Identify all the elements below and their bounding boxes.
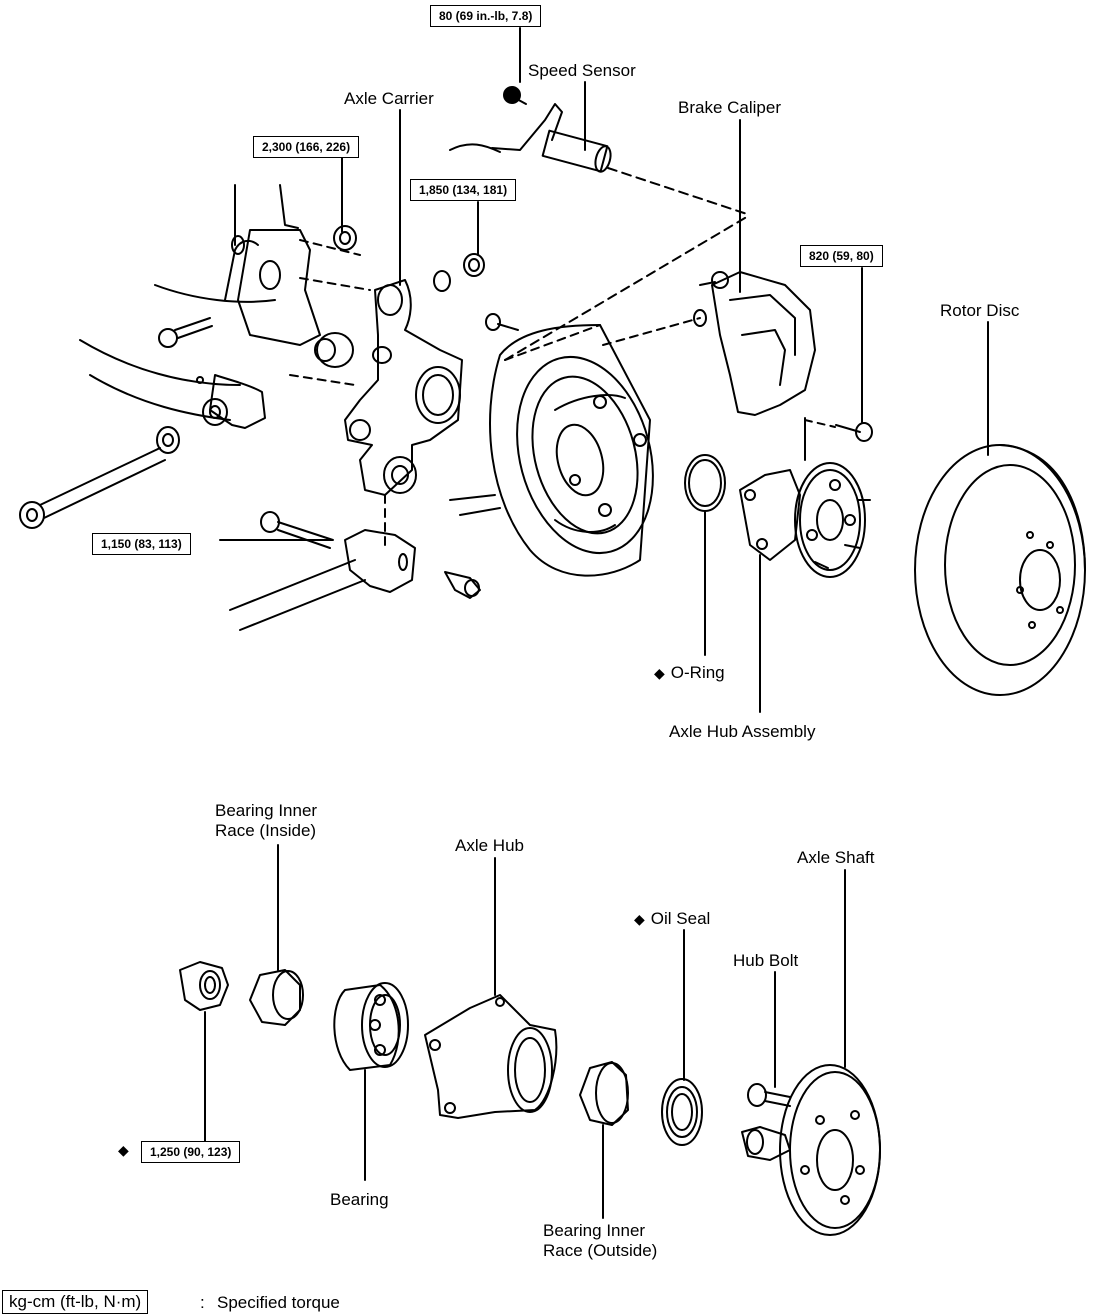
label-bearing-inner-race-inside: Bearing Inner Race (Inside) [215, 801, 318, 840]
small-nut-bottom [444, 571, 481, 599]
long-lower-bolt [19, 426, 180, 529]
legend-unit-box: kg-cm (ft-lb, N·m) [2, 1290, 149, 1314]
label-o-ring: ◆O-Ring [654, 663, 725, 682]
torque-axle-carrier-nut: 2,300 (166, 226) [253, 136, 360, 158]
hub-bolt [747, 971, 791, 1107]
backing-plate [449, 214, 751, 577]
bearing-inner-race-inside [249, 844, 304, 1026]
label-axle-shaft: Axle Shaft [797, 848, 875, 867]
hub-nut [179, 961, 229, 1149]
torque-lower-arm-bolt: 1,150 (83, 113) [92, 533, 191, 555]
carrier-nut [333, 225, 357, 251]
small-bolt-left [158, 317, 213, 348]
non-reusable-icon: ◆ [634, 911, 645, 927]
legend-description: Specified torque [217, 1293, 340, 1312]
torque-knuckle-nut: 1,850 (134, 181) [410, 179, 517, 201]
label-bearing-inner-race-outside: Bearing Inner Race (Outside) [543, 1221, 658, 1260]
non-reusable-icon: ◆ [654, 665, 665, 681]
label-axle-carrier: Axle Carrier [344, 89, 434, 108]
knuckle-nut [433, 253, 485, 292]
label-hub-nut-torque: ◆ [118, 1140, 135, 1160]
suspension-arms [79, 184, 371, 429]
axle-shaft [741, 869, 881, 1236]
non-reusable-icon: ◆ [118, 1142, 129, 1158]
torque-caliper-bolt: 820 (59, 80) [800, 245, 883, 267]
stabilizer-bracket [219, 511, 416, 631]
o-ring [684, 454, 726, 656]
oil-seal [661, 929, 703, 1146]
label-axle-hub: Axle Hub [455, 836, 524, 855]
label-brake-caliper: Brake Caliper [678, 98, 781, 117]
legend-separator: : [200, 1293, 205, 1312]
brake-caliper [602, 271, 816, 416]
caliper-bolt [804, 417, 873, 461]
speed-sensor-bolt [503, 27, 527, 105]
label-oil-seal: ◆Oil Seal [634, 909, 711, 928]
label-axle-hub-assembly: Axle Hub Assembly [669, 722, 816, 741]
speed-sensor [449, 81, 751, 216]
torque-hub-nut: 1,250 (90, 123) [141, 1141, 241, 1163]
label-rotor-disc: Rotor Disc [940, 301, 1020, 320]
axle-carrier [344, 279, 463, 546]
axle-hub [424, 857, 558, 1119]
label-hub-bolt: Hub Bolt [733, 951, 799, 970]
small-bolt-center [485, 313, 519, 331]
axle-hub-assembly [739, 462, 871, 713]
torque-speed-sensor-bolt: 80 (69 in.-lb, 7.8) [430, 5, 542, 27]
bearing [333, 982, 409, 1181]
label-bearing: Bearing [330, 1190, 389, 1209]
rotor-disc [914, 444, 1086, 696]
bearing-inner-race-outside [579, 1061, 629, 1219]
label-speed-sensor: Speed Sensor [528, 61, 636, 80]
